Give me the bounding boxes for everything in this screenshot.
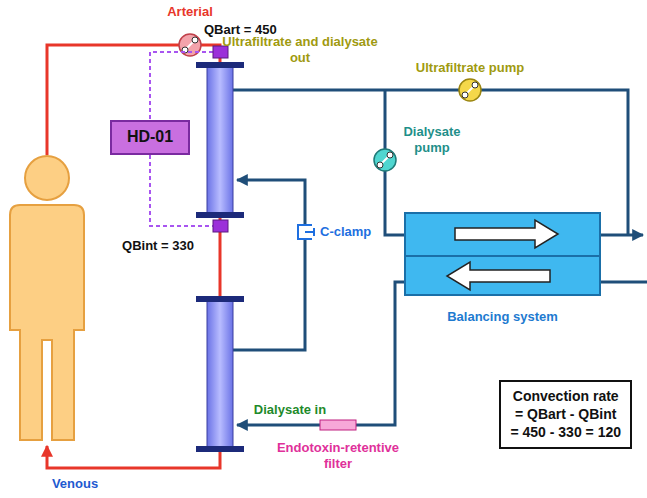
node-title: Balancing system <box>405 309 600 326</box>
node-body: = 450 - 330 = 120 <box>510 423 621 441</box>
sensor-lead <box>150 52 213 120</box>
ultrafiltrate-pump <box>459 79 481 101</box>
pump-roller <box>462 92 468 98</box>
dialyzer-lower <box>196 296 244 452</box>
patient-body <box>10 205 84 440</box>
pump-roller <box>387 152 393 158</box>
flow-sensor <box>213 220 228 232</box>
flow-arrow-right <box>455 220 558 248</box>
venous-line <box>47 446 220 468</box>
node-title: Convection rate <box>510 387 621 405</box>
dialysate-pump <box>374 149 396 171</box>
line-label: Arterial <box>167 4 213 20</box>
pump-roller <box>192 37 198 43</box>
clamp-label: C-clamp <box>320 224 371 240</box>
pump-roller <box>472 82 478 88</box>
dialyzer-cap <box>196 296 244 302</box>
dialysate-circuit <box>233 90 647 425</box>
pump-roller <box>377 162 383 168</box>
endotoxin-filter <box>320 420 356 430</box>
balancing-chambers <box>405 213 600 295</box>
clamp-handle <box>313 228 315 236</box>
pump-body <box>459 79 481 101</box>
pump-body <box>374 149 396 171</box>
arterial-line <box>47 45 220 155</box>
line-label: Ultrafiltrate and dialysate out <box>220 34 380 66</box>
node-body: = QBart - QBint <box>510 405 621 423</box>
dialyzer-cap <box>196 62 244 68</box>
drain-line <box>600 234 643 237</box>
balancing-system: Balancing system <box>405 213 600 326</box>
pump-label: Ultrafiltrate pump <box>416 60 524 76</box>
balancing-box <box>405 213 600 295</box>
filter-label: Endotoxin-retentive filter <box>263 440 413 472</box>
patient-figure <box>10 156 84 440</box>
dialyzer-body <box>207 300 233 448</box>
controller-box: HD-01 <box>110 120 190 155</box>
chamber-divider <box>405 255 600 257</box>
pump-label: Dialysate pump <box>397 124 467 156</box>
c-clamp-symbol <box>298 225 314 239</box>
line-label: Venous <box>52 476 98 492</box>
flow-rate: QBint = 330 <box>122 238 194 254</box>
line-label: Dialysate in <box>254 402 326 418</box>
blood-circuit <box>47 45 220 468</box>
dialysate-in-line <box>237 282 405 425</box>
patient-head <box>25 156 69 200</box>
dialyzer-upper <box>196 62 244 218</box>
summary-box: Convection rate= QBart - QBint= 450 - 33… <box>499 380 632 449</box>
sensor-lead <box>150 155 213 226</box>
fresh-dialysate-line <box>600 281 647 284</box>
dialyzer-cap <box>196 212 244 218</box>
dialyzer-cap <box>196 446 244 452</box>
flow-arrow-left <box>447 262 550 290</box>
node-title: HD-01 <box>127 127 173 148</box>
transfer-line <box>233 180 305 350</box>
clamp-screw <box>305 231 314 233</box>
dialyzer-body <box>207 66 233 214</box>
